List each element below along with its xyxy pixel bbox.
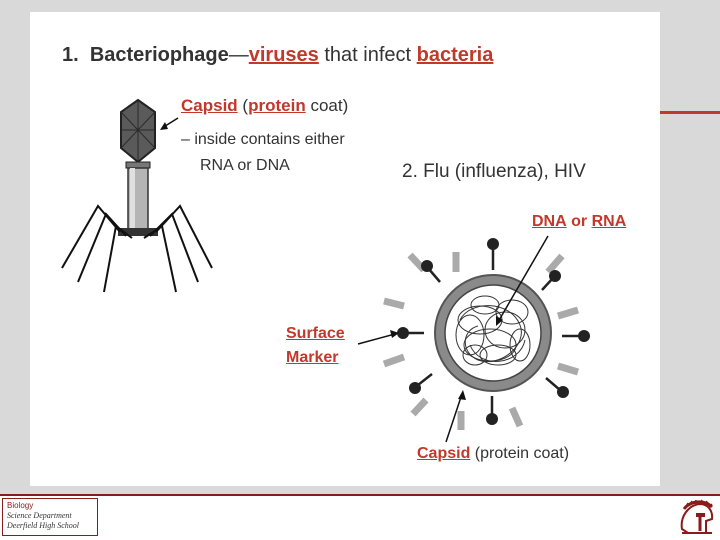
flu-heading: 2. Flu (influenza), HIV bbox=[402, 161, 586, 182]
heading-bacteria: bacteria bbox=[416, 44, 494, 66]
footer-school: Deerfield High School bbox=[7, 521, 79, 530]
virus-spikes bbox=[382, 252, 580, 430]
dna-word: DNA bbox=[532, 213, 567, 230]
inside-text-line1: – inside contains either bbox=[181, 131, 345, 148]
slide-content bbox=[30, 12, 660, 486]
capsid-bottom-label: Capsid (protein coat) bbox=[417, 445, 569, 463]
coat-word: coat) bbox=[310, 96, 349, 115]
footer-subject: Biology bbox=[7, 501, 34, 510]
virus-surface-markers bbox=[405, 247, 581, 416]
footer-divider bbox=[0, 494, 720, 496]
phage-collar bbox=[125, 161, 151, 169]
heading-bacteriophage: Bacteriophage bbox=[89, 44, 229, 66]
virus-capsid bbox=[444, 284, 542, 382]
heading-dash: — bbox=[228, 44, 249, 66]
or-word: or bbox=[571, 213, 588, 230]
capsid-label: Capsid (protein coat) bbox=[181, 96, 348, 116]
rna-word: RNA bbox=[591, 213, 627, 230]
surface-marker-line1: Surface bbox=[286, 325, 345, 342]
slide-heading: 1. Bacteriophage—viruses that infect bac… bbox=[62, 44, 493, 67]
dna-rna-label: DNA or RNA bbox=[532, 213, 626, 231]
heading-number: 1. bbox=[62, 44, 79, 66]
capsid-open-paren: ( bbox=[242, 96, 249, 115]
phage-legs bbox=[61, 204, 213, 293]
capsid-word: Capsid bbox=[181, 96, 238, 115]
heading-that-infect: that infect bbox=[324, 44, 412, 66]
footer-department: Science Department bbox=[7, 511, 72, 520]
heading-viruses: viruses bbox=[248, 44, 319, 66]
accent-line bbox=[660, 111, 720, 114]
bacteriophage-diagram bbox=[61, 98, 213, 293]
surface-marker-line2: Marker bbox=[286, 349, 339, 366]
capsid-bottom-coat: (protein coat) bbox=[474, 445, 570, 462]
phage-base-plate bbox=[118, 228, 158, 236]
spartan-helmet-icon bbox=[680, 499, 714, 534]
footer: Biology Science Department Deerfield Hig… bbox=[0, 496, 720, 540]
capsid-bottom-word: Capsid bbox=[417, 445, 471, 462]
flu-virus-diagram bbox=[357, 235, 590, 443]
protein-word: protein bbox=[248, 96, 306, 115]
footer-info-box: Biology Science Department Deerfield Hig… bbox=[2, 498, 98, 536]
inside-text-line2: RNA or DNA bbox=[200, 157, 290, 174]
